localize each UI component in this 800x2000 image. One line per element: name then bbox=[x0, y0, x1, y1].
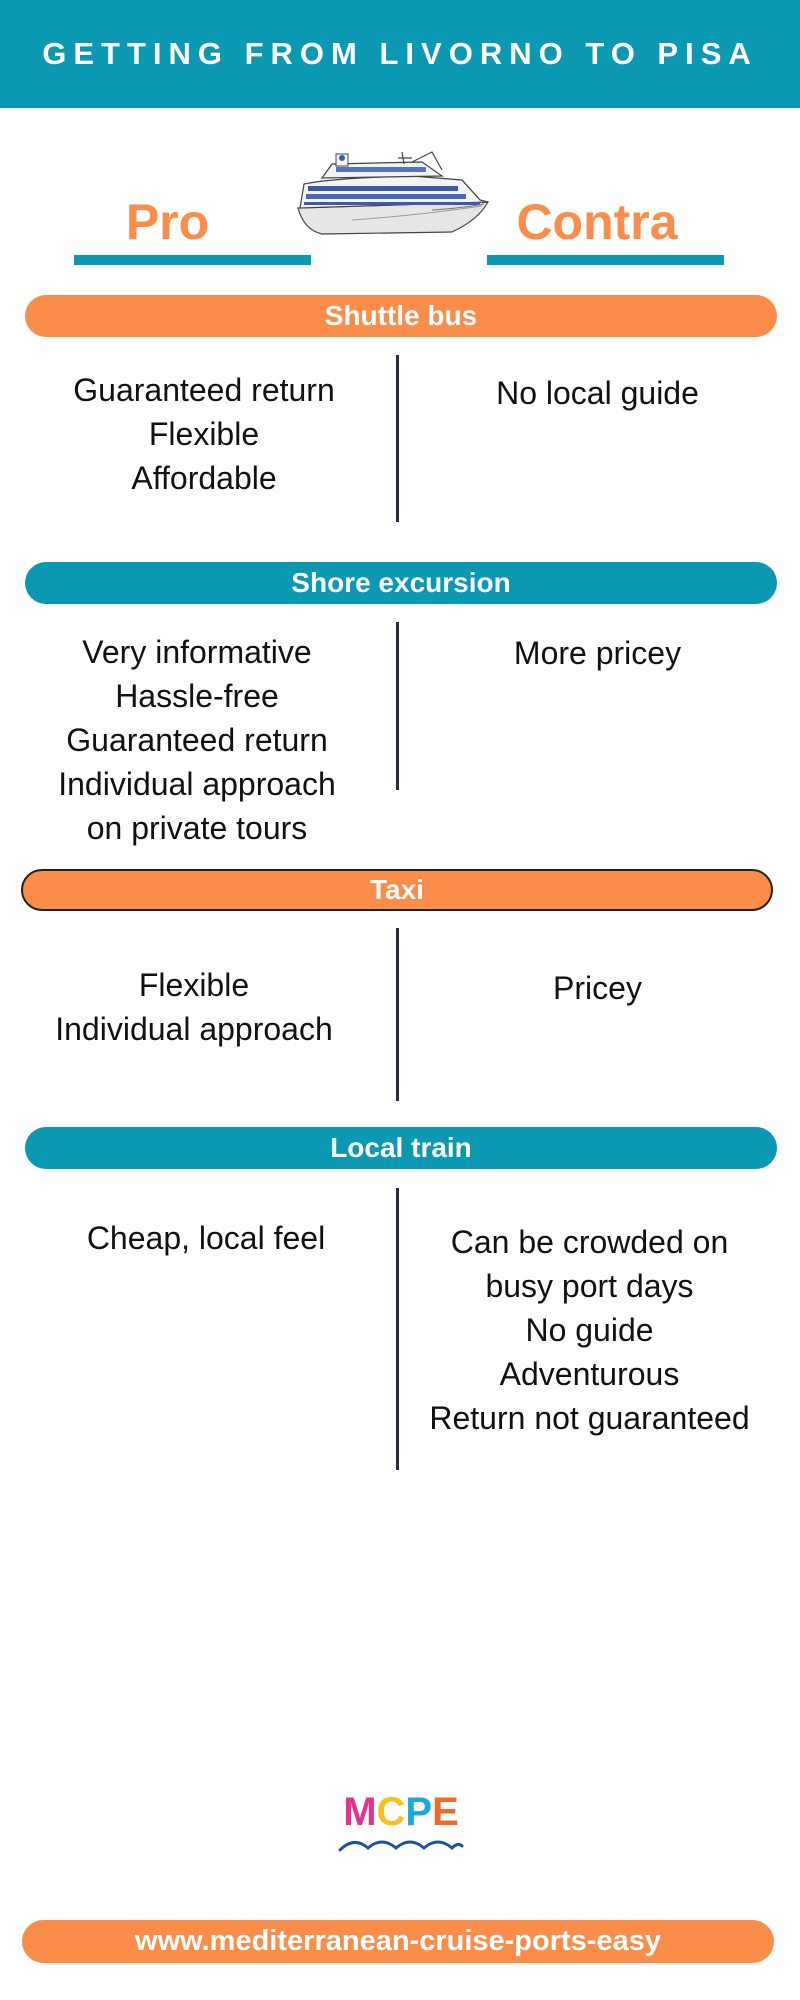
list-item: busy port days bbox=[485, 1268, 694, 1304]
contra-column-heading: Contra bbox=[516, 194, 678, 250]
section-divider bbox=[396, 1188, 399, 1470]
list-item: Guaranteed return bbox=[73, 372, 335, 408]
taxi-pros-list: Flexible Individual approach bbox=[14, 963, 374, 1051]
list-item: No local guide bbox=[496, 375, 699, 411]
list-item: Flexible bbox=[138, 967, 250, 1003]
logo-letter: M bbox=[343, 1790, 377, 1834]
pro-column-heading: Pro bbox=[125, 194, 210, 250]
list-item: on private tours bbox=[86, 810, 308, 846]
shore-excursion-pros-list: Very informative Hassle-free Guaranteed … bbox=[14, 630, 380, 850]
shuttle-bus-pros-list: Guaranteed return Flexible Affordable bbox=[20, 368, 388, 500]
list-item: Individual approach bbox=[58, 766, 336, 802]
shuttle-bus-cons-list: No local guide bbox=[410, 371, 785, 415]
list-item: Guaranteed return bbox=[66, 722, 328, 758]
section-header-shuttle-bus: Shuttle bus bbox=[25, 295, 777, 337]
list-item: Adventurous bbox=[499, 1356, 680, 1392]
section-divider bbox=[396, 622, 399, 790]
cruise-ship-icon bbox=[297, 151, 490, 235]
logo-letter: C bbox=[376, 1790, 406, 1834]
mcpe-logo: M C P E bbox=[336, 1790, 466, 1858]
list-item: Return not guaranteed bbox=[429, 1400, 750, 1436]
pro-underline bbox=[74, 255, 311, 265]
list-item: Flexible bbox=[148, 416, 260, 452]
logo-letter: E bbox=[432, 1790, 459, 1834]
list-item: Individual approach bbox=[55, 1011, 333, 1047]
list-item: Cheap, local feel bbox=[86, 1220, 326, 1256]
list-item: No guide bbox=[525, 1312, 654, 1348]
section-header-taxi: Taxi bbox=[21, 869, 773, 911]
section-divider bbox=[396, 355, 399, 522]
list-item: Hassle-free bbox=[115, 678, 279, 714]
header-banner: GETTING FROM LIVORNO TO PISA bbox=[0, 0, 800, 108]
section-divider bbox=[396, 928, 399, 1101]
page-title: GETTING FROM LIVORNO TO PISA bbox=[42, 36, 758, 71]
list-item: Pricey bbox=[553, 970, 642, 1006]
taxi-cons-list: Pricey bbox=[410, 966, 785, 1010]
wave-icon bbox=[338, 1840, 464, 1852]
logo-letters: M C P E bbox=[336, 1790, 466, 1834]
logo-letter: P bbox=[405, 1790, 433, 1834]
list-item: Can be crowded on bbox=[450, 1224, 729, 1260]
list-item: Very informative bbox=[82, 634, 312, 670]
local-train-cons-list: Can be crowded on busy port days No guid… bbox=[402, 1220, 777, 1440]
contra-underline bbox=[487, 255, 724, 265]
local-train-pros-list: Cheap, local feel bbox=[20, 1216, 392, 1260]
section-header-local-train: Local train bbox=[25, 1127, 777, 1169]
list-item: Affordable bbox=[131, 460, 277, 496]
list-item: More pricey bbox=[513, 635, 682, 671]
section-header-shore-excursion: Shore excursion bbox=[25, 562, 777, 604]
website-url-banner[interactable]: www.mediterranean-cruise-ports-easy bbox=[22, 1920, 774, 1963]
shore-excursion-cons-list: More pricey bbox=[410, 631, 785, 675]
